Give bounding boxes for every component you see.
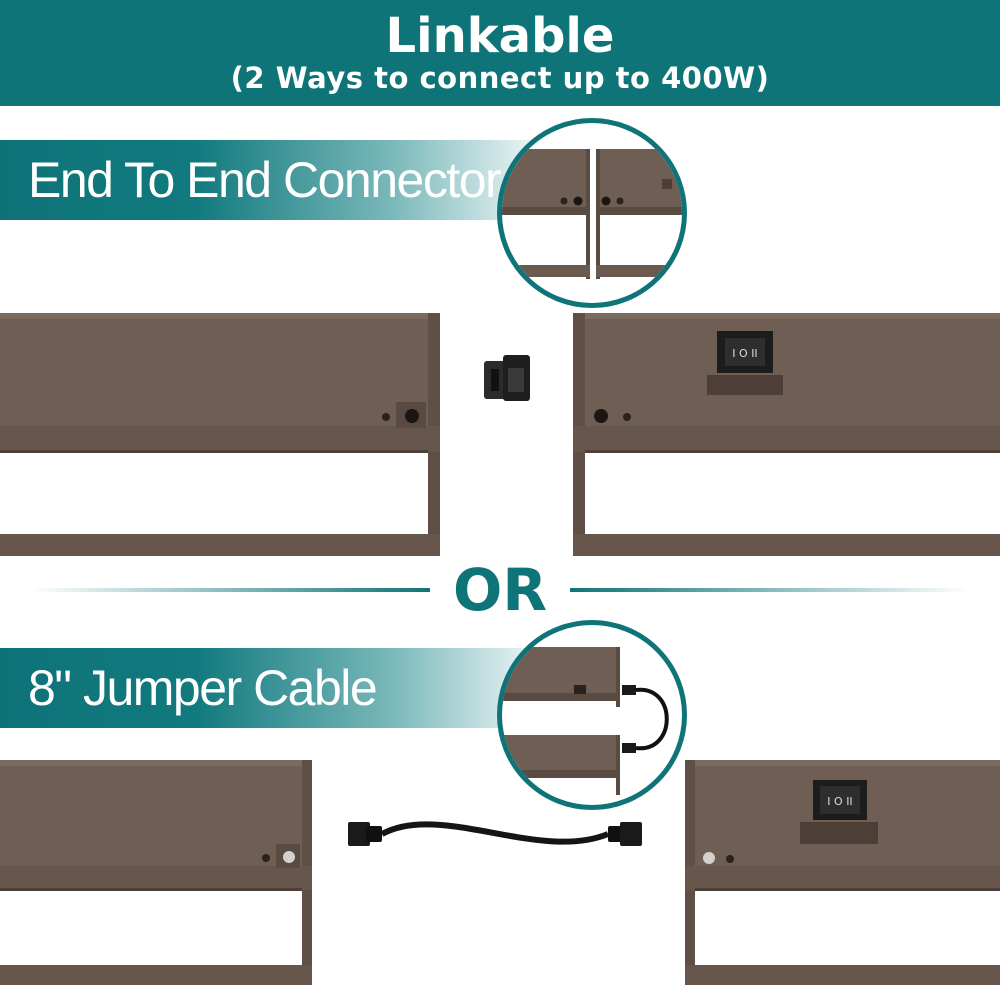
page-title: Linkable: [385, 8, 615, 64]
top-left-fixture: [0, 313, 440, 556]
or-divider: OR: [0, 555, 1000, 625]
switch-label: I O II: [732, 347, 757, 360]
rocker-switch-icon: I O II: [717, 331, 773, 373]
connector-icon: [484, 355, 530, 401]
screw-icon: [623, 413, 631, 421]
jumper-cable-closeup-circle: [497, 620, 687, 810]
jumper-cable-banner: 8" Jumper Cable: [0, 648, 560, 728]
port-icon: [601, 196, 611, 206]
or-line-right: [570, 588, 970, 592]
end-to-end-closeup-circle: [497, 118, 687, 308]
port-icon: [703, 852, 715, 864]
end-to-end-closeup-illustration: [502, 149, 682, 279]
rocker-switch-icon: I O II: [813, 780, 867, 820]
end-to-end-label: End To End Connector: [28, 152, 502, 208]
jumper-cable-closeup-illustration: [502, 647, 669, 795]
end-to-end-banner: End To End Connector: [0, 140, 560, 220]
screw-icon: [560, 197, 568, 205]
jumper-cable-icon: [635, 687, 669, 751]
screw-icon: [382, 413, 390, 421]
jumper-cable-icon: [348, 821, 642, 846]
or-line-left: [30, 588, 430, 592]
port-icon: [283, 851, 295, 863]
header-bar: Linkable (2 Ways to connect up to 400W): [0, 0, 1000, 106]
port-icon: [573, 196, 583, 206]
top-right-fixture: I O II: [573, 313, 1000, 556]
port-icon: [594, 409, 608, 423]
page-subtitle: (2 Ways to connect up to 400W): [230, 61, 770, 95]
or-label: OR: [453, 556, 547, 624]
switch-label: I O II: [827, 795, 852, 808]
screw-icon: [616, 197, 624, 205]
screw-icon: [262, 854, 270, 862]
bottom-left-fixture: [0, 760, 312, 985]
jumper-cable-label: 8" Jumper Cable: [28, 660, 378, 716]
port-icon: [405, 409, 419, 423]
bottom-right-fixture: I O II: [685, 760, 1000, 985]
screw-icon: [726, 855, 734, 863]
